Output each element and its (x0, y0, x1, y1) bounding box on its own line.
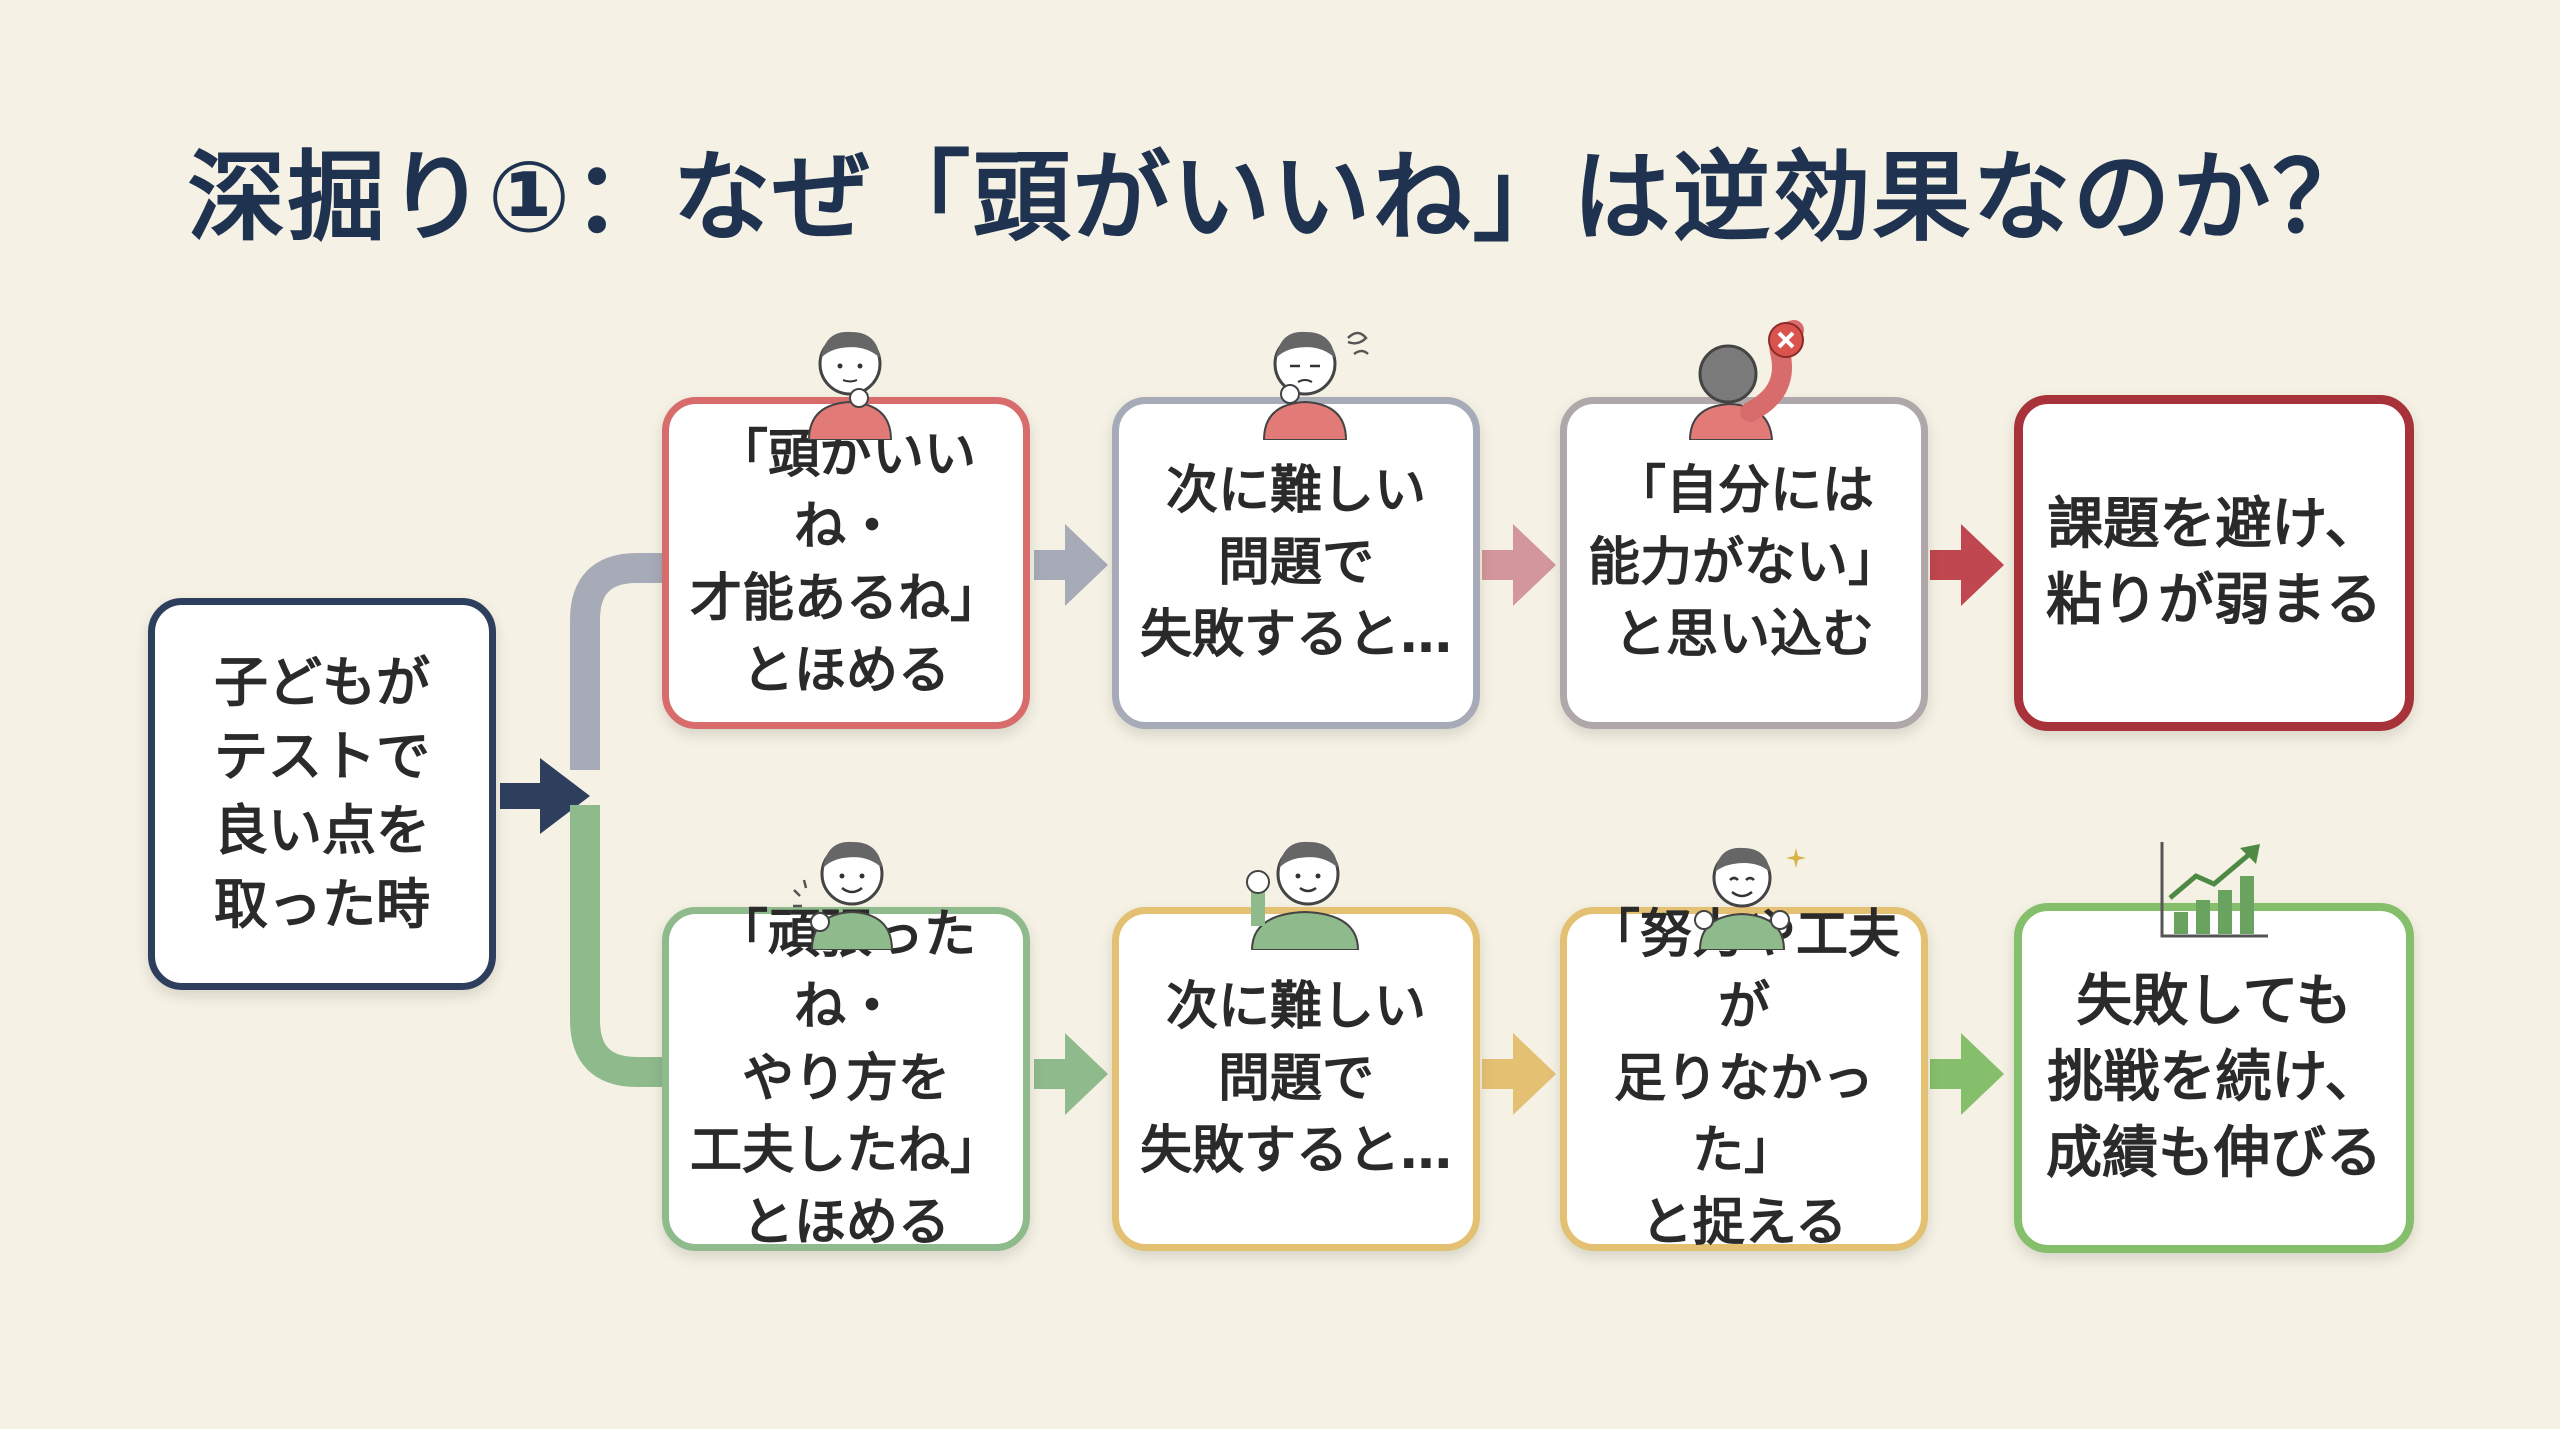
bottom-box-3: 「努力や工夫が 足りなかった」 と捉える (1560, 905, 1928, 1253)
top-box-1-text: 「頭がいいね・ 才能あるね」 とほめる (689, 425, 1002, 701)
top-arrow-3 (1930, 524, 2004, 606)
cheering-boy-icon (1694, 847, 1806, 950)
start-text: 子どもが テストで 良い点を 取った時 (214, 651, 430, 936)
thinking-boy-icon (807, 331, 893, 440)
bottom-box-1-text: 「頑張ったね・ やり方を 工夫したね」 とほめる (689, 905, 1002, 1253)
bottom-arrow-3 (1930, 1033, 2004, 1115)
start-arrow (500, 758, 590, 834)
branch-up (570, 553, 662, 770)
page-title: 深掘り①：なぜ「頭がいいね」は逆効果なのか？ (187, 141, 2373, 255)
top-arrow-1 (1034, 524, 1108, 606)
top-box-3-text: 「自分には 能力がない」 と思い込む (1587, 461, 1900, 665)
dejected-boy-cross-icon (1688, 320, 1804, 440)
top-box-4: 課題を避け、 粘りが弱まる (2014, 395, 2414, 731)
top-box-4-text: 課題を避け、 粘りが弱まる (2046, 492, 2382, 633)
bottom-box-4-text: 失敗しても 挑戦を続け、 成績も伸びる (2046, 969, 2382, 1186)
bottom-arrow-2 (1482, 1033, 1556, 1115)
smiling-boy-icon (793, 841, 894, 950)
bottom-arrow-1 (1034, 1033, 1108, 1115)
growth-chart-icon (2160, 842, 2268, 938)
start-box: 子どもが テストで 良い点を 取った時 (148, 598, 496, 990)
top-box-1: 「頭がいいね・ 才能あるね」 とほめる (662, 397, 1030, 729)
top-box-2: 次に難しい 問題で 失敗すると… (1112, 397, 1480, 729)
determined-boy-icon (1246, 841, 1360, 950)
top-box-2-text: 次に難しい 問題で 失敗すると… (1139, 461, 1452, 665)
worried-boy-icon (1262, 331, 1369, 440)
top-arrow-2 (1482, 524, 1556, 606)
bottom-box-4: 失敗しても 挑戦を続け、 成績も伸びる (2014, 903, 2414, 1253)
bottom-box-1: 「頑張ったね・ やり方を 工夫したね」 とほめる (662, 905, 1030, 1253)
bottom-box-2: 次に難しい 問題で 失敗すると… (1112, 907, 1480, 1251)
branch-down (570, 805, 662, 1087)
top-box-3: 「自分には 能力がない」 と思い込む (1560, 397, 1928, 729)
bottom-box-2-text: 次に難しい 問題で 失敗すると… (1139, 977, 1452, 1181)
bottom-box-3-text: 「努力や工夫が 足りなかった」 と捉える (1587, 905, 1900, 1253)
